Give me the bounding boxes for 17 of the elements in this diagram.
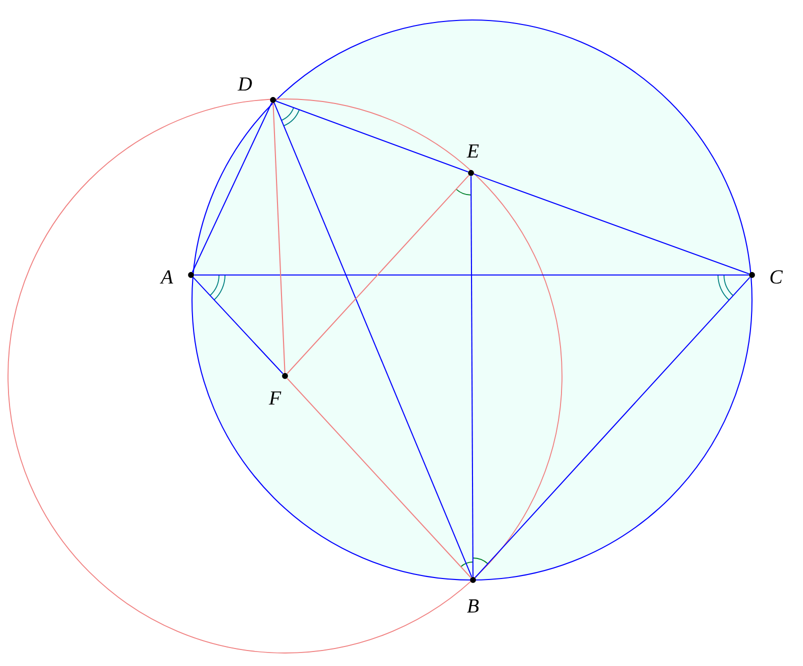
- point-label: F: [268, 391, 282, 404]
- line-segment: [286, 174, 470, 374]
- point-label: C: [770, 270, 783, 284]
- line-segment: [272, 103, 286, 373]
- line-segment: [474, 174, 750, 274]
- point-label: D: [238, 77, 252, 91]
- line-segment: [194, 274, 749, 276]
- line-segment: [286, 378, 472, 578]
- line-segment: [274, 102, 472, 578]
- line-segment: [470, 176, 474, 577]
- point-label: E: [466, 144, 479, 158]
- line-segment: [474, 276, 750, 578]
- line-segment: [192, 276, 284, 374]
- line-segment: [192, 102, 272, 272]
- line-segment: [276, 100, 468, 172]
- point-label: B: [467, 599, 479, 613]
- point-label: A: [160, 270, 174, 284]
